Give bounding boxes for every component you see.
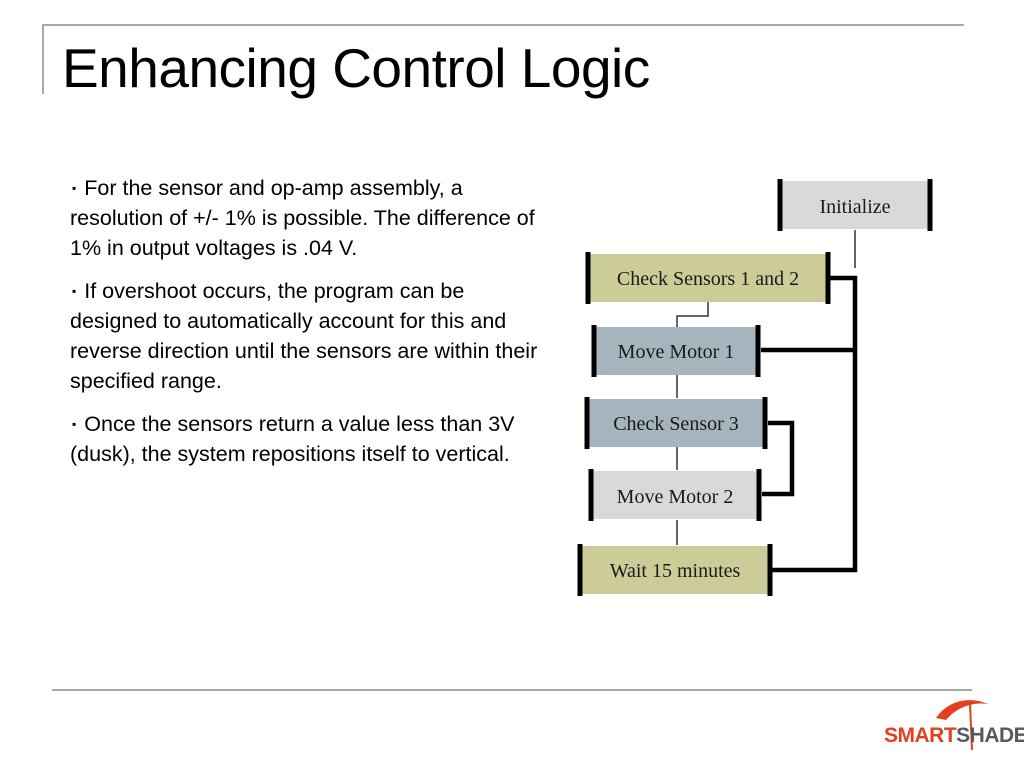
- bullet-text: If overshoot occurs, the program can be …: [70, 279, 538, 393]
- connector-check12-to-motor1: [676, 302, 709, 327]
- bullet-text: For the sensor and op-amp assembly, a re…: [70, 176, 535, 260]
- flow-node-move-motor-1: Move Motor 1: [591, 325, 761, 377]
- footer-divider: [52, 689, 972, 691]
- smartshade-logo: SMARTSHADE: [884, 694, 1024, 756]
- bullet-square-icon: ▪: [72, 284, 77, 298]
- bullet-item: ▪Once the sensors return a value less th…: [70, 409, 540, 469]
- logo-swoosh-icon: [936, 700, 988, 751]
- flow-node-check-sensors-1-and-2: Check Sensors 1 and 2: [585, 252, 831, 304]
- node-label: Initialize: [819, 196, 890, 218]
- logo-wordmark-smart: SMART: [884, 724, 957, 747]
- node-fill: [780, 181, 930, 229]
- bullet-square-icon: ▪: [72, 417, 77, 431]
- node-fill: [587, 399, 765, 447]
- logo-wordmark: SMARTSHADE: [884, 724, 1024, 748]
- node-fill: [580, 546, 770, 594]
- bullet-item: ▪If overshoot occurs, the program can be…: [70, 276, 540, 396]
- bullet-square-icon: ▪: [72, 181, 77, 195]
- flow-connectors: [676, 230, 858, 573]
- bullet-text: Once the sensors return a value less tha…: [70, 412, 515, 466]
- slide-title: Enhancing Control Logic: [62, 37, 650, 99]
- node-label: Move Motor 2: [617, 486, 734, 508]
- loop-back-line: [772, 275, 858, 573]
- frame-top-line: [42, 24, 964, 26]
- node-label: Wait 15 minutes: [610, 560, 741, 582]
- flow-node-check-sensor-3: Check Sensor 3: [584, 397, 768, 449]
- node-label: Check Sensors 1 and 2: [617, 268, 799, 290]
- flow-node-wait-15-minutes: Wait 15 minutes: [577, 544, 773, 596]
- logo-wordmark-shade: SHADE: [956, 724, 1024, 747]
- flow-node-initialize: Initialize: [777, 179, 933, 231]
- node-fill: [594, 327, 758, 375]
- frame-left-line: [42, 24, 44, 94]
- flow-node-move-motor-2: Move Motor 2: [588, 469, 762, 521]
- bullet-list: ▪For the sensor and op-amp assembly, a r…: [70, 173, 540, 482]
- node-fill: [591, 471, 759, 519]
- sensor3-motor2-loop-line: [762, 420, 795, 497]
- bullet-item: ▪For the sensor and op-amp assembly, a r…: [70, 173, 540, 263]
- node-label: Move Motor 1: [618, 341, 735, 363]
- node-fill: [588, 254, 828, 302]
- node-label: Check Sensor 3: [613, 413, 739, 435]
